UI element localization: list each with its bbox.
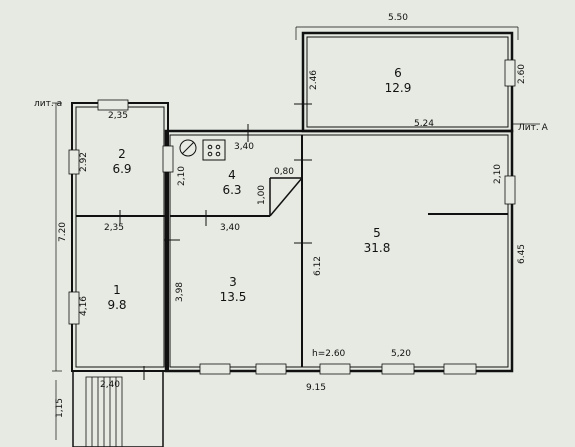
- dimension-lines: [52, 26, 540, 440]
- room-5-number: 5: [373, 226, 381, 240]
- dim-room6-right: 2.60: [517, 64, 527, 84]
- walls: [71, 31, 514, 373]
- room-6-area: 12.9: [385, 81, 412, 95]
- dim-left-overall: 7.20: [58, 222, 68, 242]
- room-3-area: 13.5: [220, 290, 247, 304]
- room-5-area: 31.8: [364, 241, 391, 255]
- main-house-outline: [164, 129, 514, 373]
- dim-room5-bottom: 5,20: [391, 349, 411, 359]
- dim-room4-left: 2,10: [177, 166, 187, 186]
- dim-room2-left: 2.92: [79, 152, 89, 172]
- dim-room3-left: 3,98: [175, 282, 185, 302]
- room-2-number: 2: [118, 147, 126, 161]
- window: [504, 59, 516, 87]
- porch: [72, 370, 164, 447]
- room-4-area: 6.3: [222, 183, 241, 197]
- main-house-inner: [169, 134, 509, 368]
- ceiling-height: h=2.60: [312, 349, 346, 359]
- window: [97, 99, 129, 111]
- dim-room3-top: 3,40: [220, 223, 240, 233]
- room-labels: 6 12.9 2 6.9 4 6.3 5 31.8 3 13.5 1 9.8: [107, 66, 411, 312]
- room-1-number: 1: [113, 283, 121, 297]
- main-house-label: Лит. А: [518, 123, 549, 133]
- dim-room4-step: 1,00: [257, 185, 267, 205]
- dim-bottom-overall: 9.15: [306, 383, 326, 393]
- room-6-number: 6: [394, 66, 402, 80]
- annex-outline: [71, 102, 169, 372]
- dim-room5-right: 6.45: [517, 244, 527, 264]
- annex-label: лит. а: [34, 99, 62, 109]
- window: [68, 291, 80, 325]
- window: [319, 363, 351, 375]
- horizontal-dimensions: 5.50 5.24 2,35 3,40 0,80 2,35 3,40 5,20 …: [100, 13, 434, 393]
- dim-porch-depth: 1,15: [55, 398, 65, 418]
- window: [199, 363, 231, 375]
- door-marks: [119, 103, 312, 380]
- dim-room1-left: 4,16: [79, 296, 89, 316]
- window: [443, 363, 477, 375]
- room-4-number: 4: [228, 168, 236, 182]
- vertical-dimensions: 2.46 2.60 2.92 2,10 1,00 2,10 7.20 6.12 …: [55, 64, 527, 418]
- dim-room2-bottom: 2,35: [104, 223, 124, 233]
- porch-outline: [72, 370, 164, 447]
- chimney-icon: [179, 139, 197, 157]
- window: [162, 145, 174, 173]
- dim-porch-width: 2,40: [100, 380, 120, 390]
- annex-inner: [75, 106, 165, 368]
- dim-room4-top: 3,40: [234, 142, 254, 152]
- dim-room5-left: 6.12: [313, 256, 323, 276]
- room-2-area: 6.9: [112, 162, 131, 176]
- dim-room6-left: 2.46: [309, 70, 319, 90]
- stove: [179, 139, 226, 161]
- room-1-area: 9.8: [107, 298, 126, 312]
- dim-room5-right-top: 2,10: [493, 164, 503, 184]
- window: [255, 363, 287, 375]
- dim-top-overall: 5.50: [388, 13, 408, 23]
- dim-room4-corner: 0,80: [274, 167, 294, 177]
- room-3-number: 3: [229, 275, 237, 289]
- window: [381, 363, 415, 375]
- window: [68, 149, 80, 175]
- partition-room4-corner: [269, 177, 303, 217]
- window: [504, 175, 516, 205]
- stove-icon: [202, 139, 226, 161]
- dim-room6-bottom: 5.24: [414, 119, 434, 129]
- dim-room2-top: 2,35: [108, 111, 128, 121]
- windows: [68, 59, 516, 375]
